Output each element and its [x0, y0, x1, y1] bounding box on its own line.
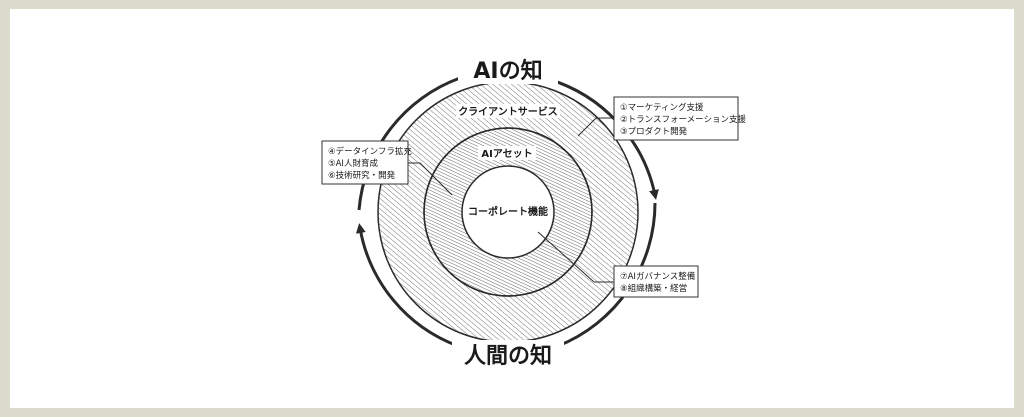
callout-client-services-line-2: ②トランスフォーメーション支援: [620, 114, 746, 125]
ring-outer-label: クライアントサービス: [458, 105, 558, 118]
ring-middle-label: AIアセット: [481, 148, 532, 160]
cycle-arrow-left-upper: [357, 76, 461, 211]
callout-ai-assets-line-2: ⑤AI人財育成: [328, 158, 378, 169]
leader-corporate: [537, 231, 614, 283]
bottom-cycle-label: 人間の知: [464, 343, 552, 369]
top-cycle-label: AIの知: [473, 58, 542, 84]
leader-ai-assets: [407, 162, 453, 196]
callout-corporate-line-2: ⑧組織構築・経営: [620, 283, 687, 294]
leader-client-services: [577, 117, 614, 137]
ring-outer-label-bg: [456, 104, 560, 118]
cycle-arrow-left: [355, 223, 459, 348]
callout-client-services: [613, 96, 739, 141]
callout-ai-assets-line-3: ⑥技術研究・開発: [328, 170, 396, 181]
bottom-label-bg: [452, 340, 564, 370]
ring-inner: [461, 165, 555, 259]
callout-ai-assets-line-1: ④データインフラ拡充: [328, 146, 412, 157]
top-label-bg: [458, 54, 558, 84]
callout-corporate-line-1: ⑦AIガバナンス整備: [620, 271, 696, 282]
callout-client-services-line-1: ①マーケティング支援: [620, 102, 704, 113]
ring-middle-label-bg: [478, 146, 536, 160]
callout-ai-assets: [321, 140, 409, 185]
callout-corporate: [613, 265, 699, 298]
ring-inner-label: コーポレート機能: [468, 205, 548, 218]
callout-client-services-line-3: ③プロダクト開発: [620, 126, 688, 137]
